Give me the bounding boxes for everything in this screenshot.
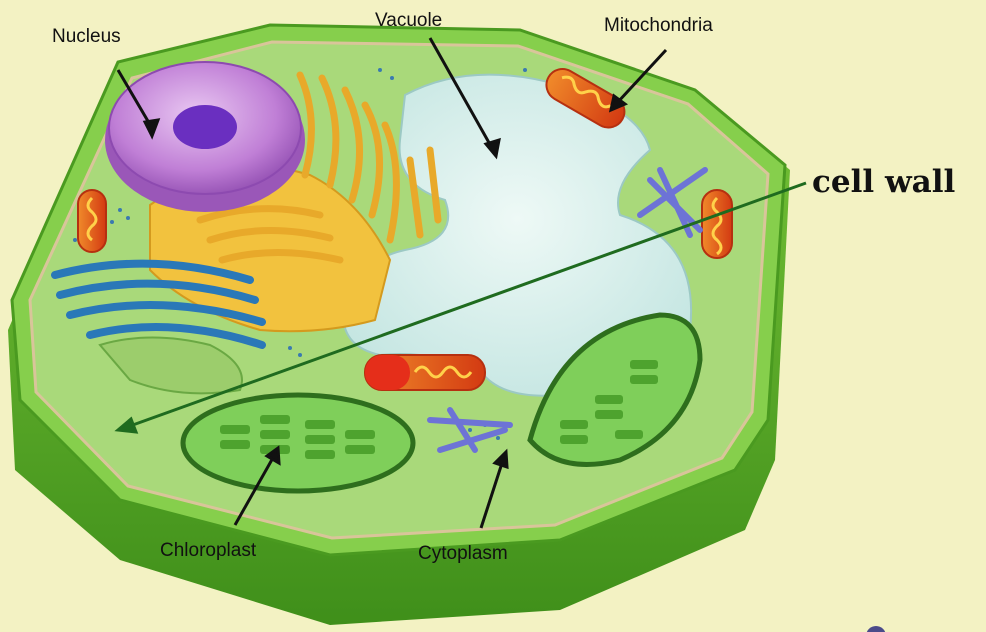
cytoplasm-label: Cytoplasm <box>418 543 508 564</box>
vacuole-label: Vacuole <box>375 10 442 31</box>
mitochondria-label: Mitochondria <box>604 15 713 36</box>
corner-mark <box>866 626 886 632</box>
chloroplast <box>183 395 413 491</box>
chloroplast-label: Chloroplast <box>160 540 257 561</box>
mitochondrion <box>78 190 106 252</box>
nucleus-label: Nucleus <box>52 26 121 47</box>
mitochondrion <box>365 355 485 390</box>
cell-wall-label: cell wall <box>812 164 955 200</box>
nucleus <box>105 62 305 212</box>
mitochondrion <box>702 190 732 258</box>
nucleolus <box>173 105 237 149</box>
